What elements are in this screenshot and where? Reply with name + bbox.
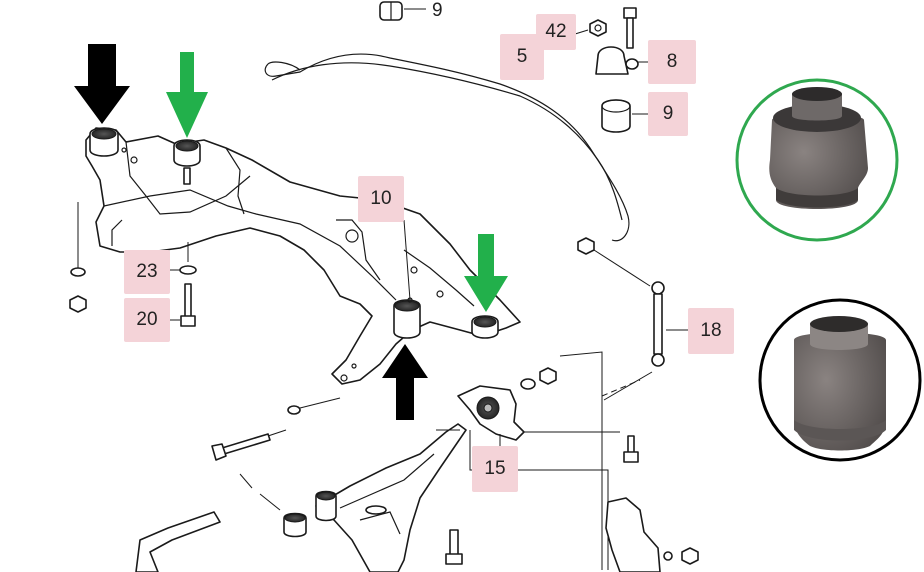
callout-9: 9	[648, 92, 688, 136]
nut-left	[69, 295, 87, 313]
callout-20: 20	[124, 298, 170, 342]
callout-10: 10	[358, 176, 404, 222]
frame-fragment-lower-left	[135, 511, 221, 572]
bushing-subframe-left	[89, 127, 119, 157]
nut-15	[539, 367, 557, 385]
arm-front-bushing	[315, 490, 337, 522]
callout-8: 8	[648, 40, 696, 84]
bushing-subframe-right	[471, 315, 499, 339]
washer-15	[520, 378, 536, 390]
inset-green-bushing	[735, 78, 899, 242]
green-arrow-right	[464, 234, 508, 312]
washer-mid	[287, 405, 301, 415]
bolt-20	[180, 283, 196, 327]
nut-link-upper	[577, 237, 595, 255]
callout-18: 18	[688, 308, 734, 354]
bushing-subframe-center	[393, 299, 421, 339]
green-arrow-top	[166, 52, 208, 138]
callout-9-top: 9	[432, 0, 443, 21]
nut-knuckle	[681, 547, 699, 565]
stabilizer-bar	[264, 53, 630, 242]
arm-bushing-loose	[283, 512, 307, 538]
stabilizer-link-18	[651, 281, 665, 367]
bracket-15	[457, 385, 525, 441]
callout-23: 23	[124, 250, 170, 294]
washer-left-1	[70, 267, 86, 277]
callout-15: 15	[472, 446, 518, 492]
callout-5: 5	[500, 34, 544, 80]
long-bolt	[211, 433, 271, 461]
black-arrow-left	[74, 44, 130, 124]
nut-42	[589, 19, 607, 37]
inset-black-bushing	[758, 298, 922, 462]
bushing-9	[601, 99, 631, 133]
bracket-8	[595, 46, 639, 75]
bushing-9-top	[379, 1, 403, 21]
bolt-top	[623, 7, 637, 49]
bolt-15	[623, 435, 639, 463]
lower-control-arm	[315, 423, 467, 572]
knuckle	[605, 497, 661, 572]
bushing-subframe-mid	[173, 139, 201, 185]
washer-23	[179, 265, 197, 275]
black-arrow-bottom	[382, 344, 428, 420]
